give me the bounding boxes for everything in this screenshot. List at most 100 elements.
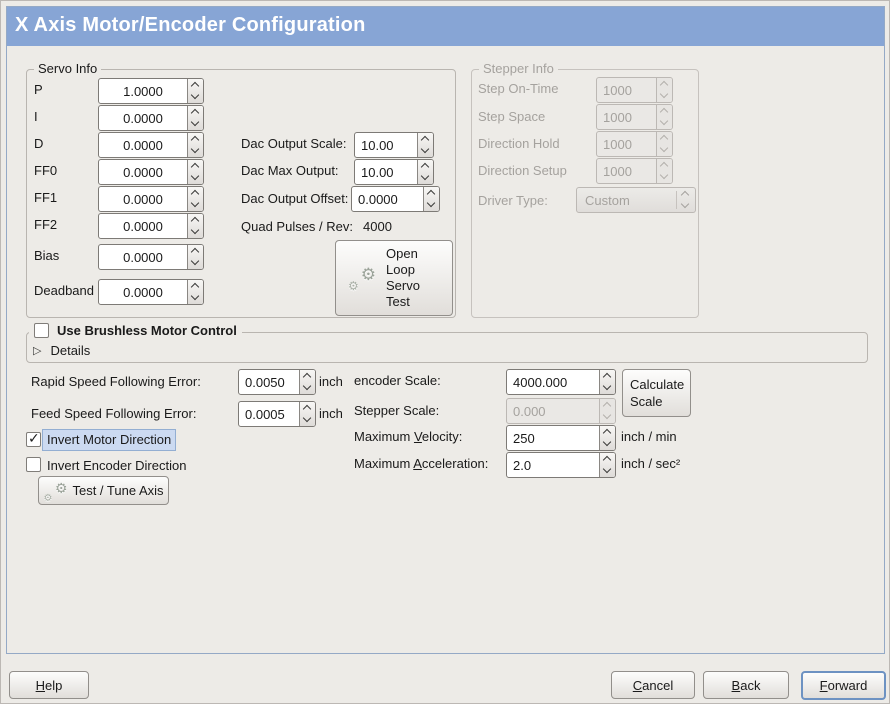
- deadband-spinbox[interactable]: 0.0000: [98, 279, 204, 305]
- driver-type-label: Driver Type:: [478, 193, 548, 208]
- invert-encoder-checkbox[interactable]: [26, 457, 41, 472]
- rapid-following-error-value[interactable]: 0.0050: [245, 375, 285, 390]
- direction-setup-value: 1000: [603, 164, 632, 179]
- maximum-velocity-spinbox[interactable]: 250: [506, 425, 616, 451]
- direction-setup-spinner: [656, 159, 672, 183]
- cancel-button[interactable]: Cancel: [611, 671, 695, 699]
- forward-button[interactable]: Forward: [801, 671, 886, 700]
- feed-following-error-value[interactable]: 0.0005: [245, 407, 285, 422]
- details-expander[interactable]: ▷ Details: [33, 343, 90, 358]
- ff2-value[interactable]: 0.0000: [123, 219, 163, 234]
- use-brushless-checkbox-row[interactable]: Use Brushless Motor Control: [29, 323, 242, 338]
- combo-arrows-icon: [677, 188, 695, 212]
- open-loop-servo-test-label: Open Loop Servo Test: [386, 246, 420, 309]
- dac-max-output-label: Dac Max Output:: [241, 163, 339, 178]
- i-label: I: [34, 109, 38, 124]
- ff1-spinbox[interactable]: 0.0000: [98, 186, 204, 212]
- direction-hold-spinner: [656, 132, 672, 156]
- check-icon: ✓: [28, 430, 40, 446]
- ff2-spinner[interactable]: [187, 214, 203, 238]
- p-value[interactable]: 1.0000: [123, 84, 163, 99]
- maximum-acceleration-value[interactable]: 2.0: [513, 458, 532, 473]
- encoder-scale-value[interactable]: 4000.000: [513, 375, 568, 390]
- test-tune-axis-button[interactable]: ⚙⚙ Test / Tune Axis: [38, 476, 169, 505]
- dac-output-scale-spinbox[interactable]: 10.00: [354, 132, 434, 158]
- quad-pulses-label: Quad Pulses / Rev:: [241, 219, 353, 234]
- dac-max-output-spinner[interactable]: [417, 160, 433, 184]
- feed-unit-label: inch: [319, 406, 343, 421]
- ff1-spinner[interactable]: [187, 187, 203, 211]
- stepper-info-legend: Stepper Info: [479, 61, 558, 76]
- use-brushless-checkbox[interactable]: [34, 323, 49, 338]
- step-on-time-spinbox: 1000: [596, 77, 673, 103]
- step-space-spinbox: 1000: [596, 104, 673, 130]
- acceleration-unit-label: inch / sec²: [621, 456, 681, 471]
- dac-output-offset-value[interactable]: 0.0000: [358, 192, 398, 207]
- use-brushless-label: Use Brushless Motor Control: [57, 323, 237, 338]
- driver-type-combo: Custom: [576, 187, 696, 213]
- bias-value[interactable]: 0.0000: [123, 250, 163, 265]
- encoder-scale-spinbox[interactable]: 4000.000: [506, 369, 616, 395]
- ff2-spinbox[interactable]: 0.0000: [98, 213, 204, 239]
- ff1-value[interactable]: 0.0000: [123, 192, 163, 207]
- maximum-velocity-value[interactable]: 250: [513, 431, 535, 446]
- step-on-time-spinner: [656, 78, 672, 102]
- feed-following-error-spinbox[interactable]: 0.0005: [238, 401, 316, 427]
- help-button[interactable]: Help: [9, 671, 89, 699]
- calculate-scale-button[interactable]: Calculate Scale: [622, 369, 691, 417]
- details-label: Details: [50, 343, 91, 358]
- back-button[interactable]: Back: [703, 671, 789, 699]
- maximum-acceleration-spinner[interactable]: [599, 453, 615, 477]
- dac-output-offset-spinbox[interactable]: 0.0000: [351, 186, 440, 212]
- d-spinner[interactable]: [187, 133, 203, 157]
- open-loop-servo-test-button[interactable]: ⚙⚙ Open Loop Servo Test: [335, 240, 453, 316]
- invert-motor-checkbox[interactable]: ✓: [26, 430, 41, 447]
- invert-encoder-label[interactable]: Invert Encoder Direction: [47, 458, 187, 473]
- stepper-info-frame: Stepper Info: [471, 61, 699, 318]
- dac-max-output-spinbox[interactable]: 10.00: [354, 159, 434, 185]
- i-spinner[interactable]: [187, 106, 203, 130]
- deadband-value[interactable]: 0.0000: [123, 285, 163, 300]
- d-value[interactable]: 0.0000: [123, 138, 163, 153]
- direction-hold-label: Direction Hold: [478, 136, 560, 151]
- dac-max-output-value[interactable]: 10.00: [361, 165, 394, 180]
- i-spinbox[interactable]: 0.0000: [98, 105, 204, 131]
- dac-output-scale-label: Dac Output Scale:: [241, 136, 347, 151]
- invert-motor-label[interactable]: Invert Motor Direction: [42, 429, 177, 451]
- stepper-scale-label: Stepper Scale:: [354, 403, 440, 418]
- d-label: D: [34, 136, 44, 151]
- ff0-value[interactable]: 0.0000: [123, 165, 163, 180]
- dac-output-offset-spinner[interactable]: [423, 187, 439, 211]
- encoder-scale-spinner[interactable]: [599, 370, 615, 394]
- p-spinbox[interactable]: 1.0000: [98, 78, 204, 104]
- maximum-velocity-label: Maximum Velocity:: [354, 429, 463, 444]
- dac-output-scale-value[interactable]: 10.00: [361, 138, 394, 153]
- direction-hold-spinbox: 1000: [596, 131, 673, 157]
- deadband-spinner[interactable]: [187, 280, 203, 304]
- step-on-time-value: 1000: [603, 83, 632, 98]
- stepper-scale-value: 0.000: [513, 404, 546, 419]
- maximum-acceleration-spinbox[interactable]: 2.0: [506, 452, 616, 478]
- feed-following-error-spinner[interactable]: [299, 402, 315, 426]
- ff0-spinner[interactable]: [187, 160, 203, 184]
- d-spinbox[interactable]: 0.0000: [98, 132, 204, 158]
- encoder-scale-label: encoder Scale:: [354, 373, 441, 388]
- rapid-following-error-spinner[interactable]: [299, 370, 315, 394]
- rapid-following-error-spinbox[interactable]: 0.0050: [238, 369, 316, 395]
- velocity-unit-label: inch / min: [621, 429, 677, 444]
- i-value[interactable]: 0.0000: [123, 111, 163, 126]
- step-space-spinner: [656, 105, 672, 129]
- bias-spinbox[interactable]: 0.0000: [98, 244, 204, 270]
- ff2-label: FF2: [34, 217, 58, 232]
- dac-output-scale-spinner[interactable]: [417, 133, 433, 157]
- bias-spinner[interactable]: [187, 245, 203, 269]
- rapid-following-error-label: Rapid Speed Following Error:: [31, 374, 201, 389]
- deadband-label: Deadband: [34, 283, 94, 298]
- brushless-frame: [26, 332, 868, 363]
- maximum-velocity-spinner[interactable]: [599, 426, 615, 450]
- p-spinner[interactable]: [187, 79, 203, 103]
- page-header: X Axis Motor/Encoder Configuration: [7, 7, 884, 46]
- ff0-spinbox[interactable]: 0.0000: [98, 159, 204, 185]
- direction-setup-label: Direction Setup: [478, 163, 567, 178]
- servo-info-frame: Servo Info: [26, 61, 456, 318]
